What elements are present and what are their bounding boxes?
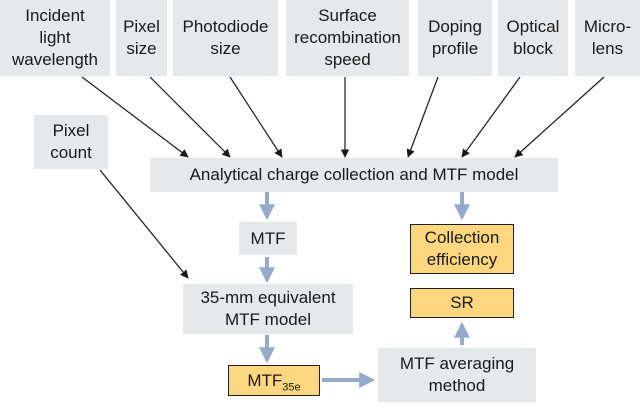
input-micro-lens: Micro- lens xyxy=(575,0,640,76)
input-doping-profile-label: Doping profile xyxy=(428,17,482,58)
sr-box: SR xyxy=(410,288,514,318)
collection-efficiency-box: Collection efficiency xyxy=(410,224,514,274)
input-pixel-count-label: Pixel count xyxy=(50,121,92,162)
arrow-microlens-to-model xyxy=(514,76,605,158)
arrow-pixel-count-to-equivalent xyxy=(99,169,189,279)
analytical-model-box: Analytical charge collection and MTF mod… xyxy=(150,158,558,192)
arrow-doping-to-model xyxy=(406,76,439,158)
input-pixel-size-label: Pixel size xyxy=(123,17,160,58)
input-pixel-count: Pixel count xyxy=(34,115,108,169)
input-photodiode-size: Photodiode size xyxy=(173,0,278,76)
input-pixel-size: Pixel size xyxy=(116,0,167,76)
mtf35e-base: MTF xyxy=(247,370,283,390)
input-surface-recombination-speed-label: Surface recombination speed xyxy=(294,6,401,69)
input-micro-lens-label: Micro- lens xyxy=(583,17,632,58)
mtf-averaging-method-box: MTF averaging method xyxy=(378,348,536,402)
input-photodiode-size-label: Photodiode size xyxy=(182,17,269,58)
input-incident-light-wavelength: Incident light wavelength xyxy=(0,0,110,76)
mtf35e-label: MTF35e xyxy=(247,370,301,393)
input-optical-block: Optical block xyxy=(498,0,568,76)
equivalent-mtf-model-label: 35-mm equivalent MTF model xyxy=(200,288,336,329)
input-incident-light-wavelength-label: Incident light wavelength xyxy=(11,6,98,69)
arrow-optical-to-model xyxy=(461,76,521,158)
collection-efficiency-label: Collection efficiency xyxy=(424,228,500,269)
arrow-incident-to-model xyxy=(81,76,189,158)
sr-label: SR xyxy=(450,293,474,312)
mtf-label: MTF xyxy=(250,228,286,248)
equivalent-mtf-model-box: 35-mm equivalent MTF model xyxy=(183,284,353,334)
mtf35e-subscript: 35e xyxy=(282,380,301,393)
mtf-averaging-method-label: MTF averaging method xyxy=(399,354,515,395)
input-optical-block-label: Optical block xyxy=(506,17,560,58)
arrow-photodiode-to-model xyxy=(229,76,283,158)
analytical-model-label: Analytical charge collection and MTF mod… xyxy=(189,165,519,184)
arrow-pixel-size-to-model xyxy=(149,76,231,158)
mtf35e-box: MTF35e xyxy=(228,365,320,396)
input-surface-recombination-speed: Surface recombination speed xyxy=(286,0,409,76)
mtf-box: MTF xyxy=(239,222,297,255)
input-doping-profile: Doping profile xyxy=(418,0,492,76)
